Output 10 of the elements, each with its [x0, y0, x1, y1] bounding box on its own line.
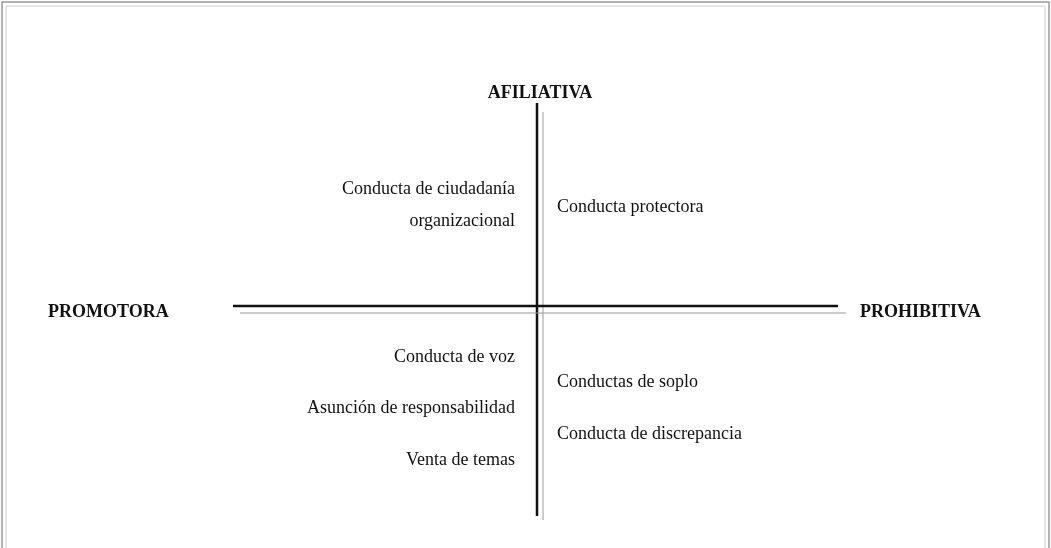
axis-label: PROHIBITIVA — [860, 300, 982, 323]
axis-label: AFILIATIVA — [486, 81, 594, 104]
quadrant-text: Conducta de voz — [393, 345, 515, 368]
quadrant-text: Conductas de soplo — [557, 370, 699, 393]
quadrant-text: Conducta de discrepancia — [557, 422, 743, 445]
quadrant-text: Conducta de ciudadanía organizacional — [341, 177, 515, 232]
quadrant-text: Conducta protectora — [557, 195, 705, 218]
quadrant-text: Asunción de responsabilidad — [306, 396, 515, 419]
axis-label: PROMOTORA — [48, 300, 170, 323]
quadrant-text: Venta de temas — [405, 448, 515, 471]
